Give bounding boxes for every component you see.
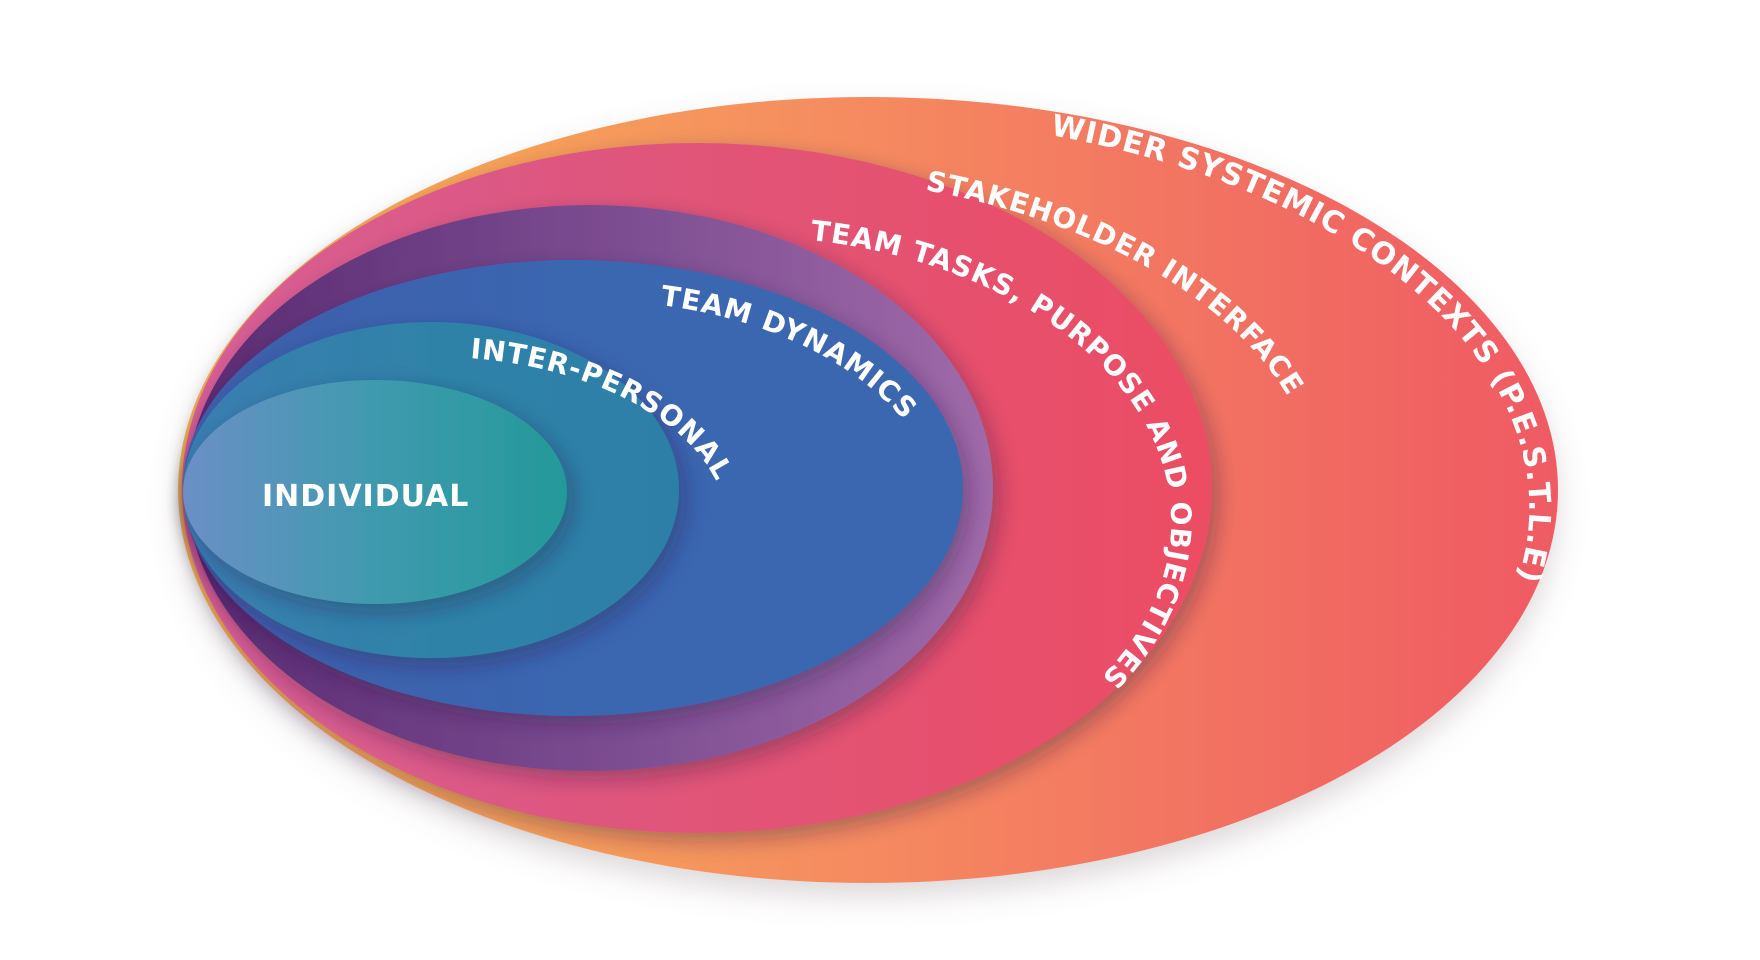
ring-individual: [183, 380, 567, 604]
label-individual: INDIVIDUAL: [262, 479, 469, 514]
